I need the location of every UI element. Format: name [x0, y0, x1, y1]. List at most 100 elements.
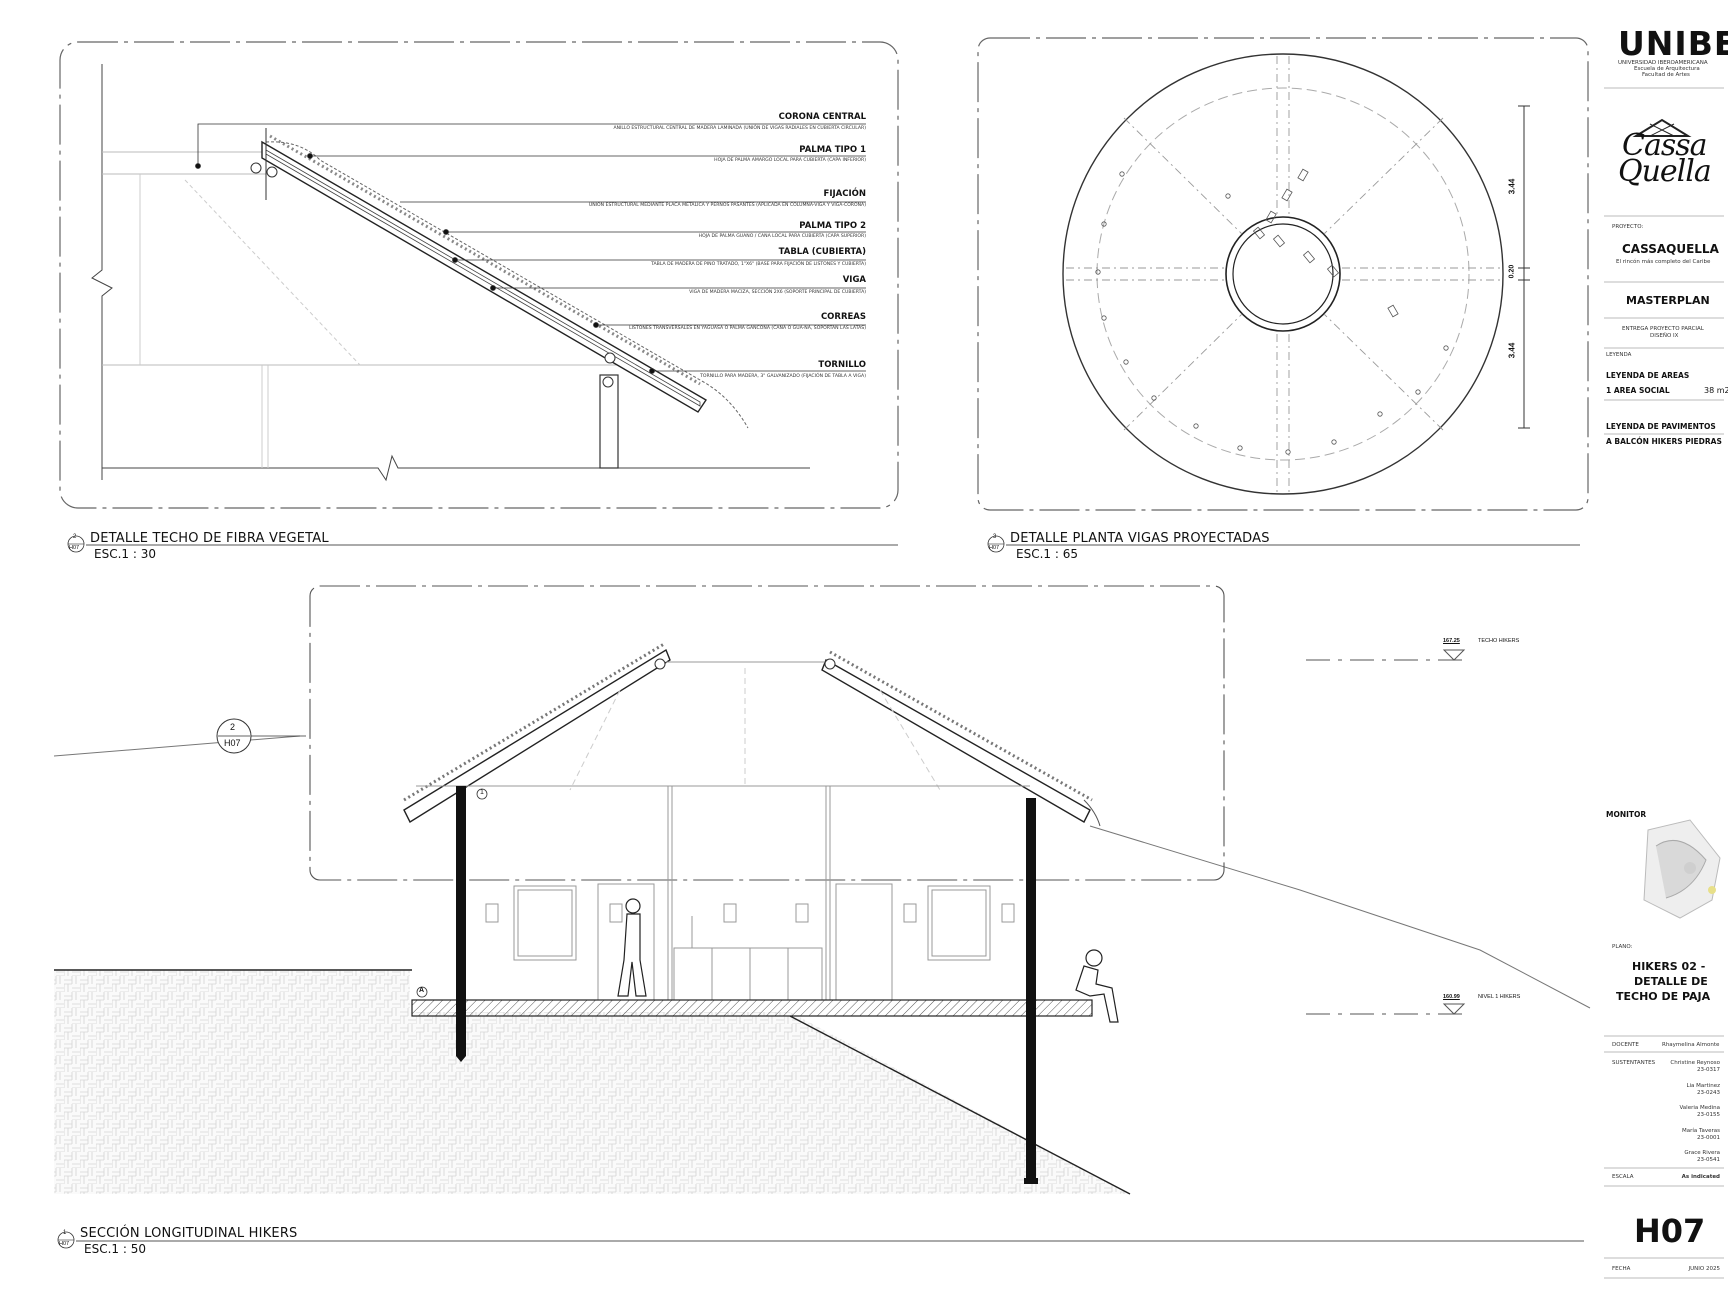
view-scale: ESC.1 : 50 — [84, 1242, 146, 1256]
section-view — [53, 585, 1591, 1249]
student-id: 23-0001 — [1697, 1135, 1720, 1141]
label-title: PALMA TIPO 1 — [799, 145, 866, 155]
label-desc: TORNILLO PARA MADERA, 3" GALVANIZADO (FI… — [700, 374, 866, 379]
level-value: 160.99 — [1443, 994, 1460, 1000]
view-ref-num: 3 — [993, 534, 997, 540]
legend-label: LEYENDA — [1606, 352, 1632, 358]
docente-name: Rhaymelina Almonte — [1662, 1042, 1720, 1048]
label-desc: VIGA DE MADERA MACIZA, SECCIÓN 2X6 (SOPO… — [689, 290, 866, 295]
label-desc: LISTONES TRANSVERSALES EN YAGUASA O PALM… — [629, 326, 866, 331]
label-desc: HOJA DE PALMA GUANO / CANA LOCAL PARA CU… — [698, 234, 866, 239]
escala-value: As indicated — [1681, 1174, 1720, 1180]
delivery-line: ENTREGA PROYECTO PARCIAL — [1622, 326, 1704, 332]
label-title: PALMA TIPO 2 — [799, 221, 866, 231]
label-title: TORNILLO — [818, 360, 866, 370]
floor-slab — [411, 999, 1093, 1017]
label-desc: UNIÓN ESTRUCTURAL MEDIANTE PLACA METÁLIC… — [588, 203, 866, 208]
escala-label: ESCALA — [1612, 1174, 1634, 1180]
pav-title: LEYENDA DE PAVIMENTOS — [1606, 422, 1716, 431]
title-block-text: UNIBE UNIVERSIDAD IBEROAMERICANA Escuela… — [1604, 0, 1728, 1296]
outer-circle — [1062, 53, 1504, 495]
roof-detail-labels: CORONA CENTRAL ANILLO ESTRUCTURAL CENTRA… — [560, 0, 866, 400]
unibe-logo: UNIBE — [1618, 24, 1728, 63]
view-title: SECCIÓN LONGITUDINAL HIKERS — [80, 1226, 298, 1241]
column — [599, 374, 619, 469]
pav-item: A BALCÓN HIKERS PIEDRAS — [1606, 437, 1722, 446]
roof-left — [403, 648, 671, 824]
dimension-text: 3.44 — [1507, 178, 1517, 195]
project-tagline: El rincón más completo del Caribe — [1616, 259, 1711, 265]
label-title: CORREAS — [820, 312, 866, 322]
view-scale: ESC.1 : 65 — [1016, 547, 1078, 561]
title-block — [1604, 87, 1724, 1279]
window — [513, 885, 577, 961]
sustentantes-label: SUSTENTANTES — [1612, 1060, 1656, 1066]
univ-line: Facultad de Artes — [1642, 72, 1690, 78]
column-left — [456, 786, 466, 1056]
break-line — [102, 454, 810, 482]
phase-title: MASTERPLAN — [1626, 294, 1710, 307]
person-sitting — [1075, 949, 1119, 1023]
plano-name: TECHO DE PAJA — [1616, 990, 1711, 1003]
monitor-thumbnail — [1643, 819, 1721, 919]
break-line — [91, 64, 113, 480]
level-name: TECHO HIKERS — [1478, 638, 1520, 644]
column-right — [1026, 798, 1036, 1178]
view-ref-num: 1 — [63, 1230, 67, 1236]
window — [927, 885, 991, 961]
view-ref-sheet: H07 — [989, 545, 1000, 551]
thatch — [265, 141, 749, 429]
level-value: 167.25 — [1443, 638, 1460, 644]
person-standing — [617, 898, 647, 997]
student-id: 23-0243 — [1697, 1090, 1720, 1096]
student-name: María Taveras — [1682, 1128, 1720, 1134]
callout-sheet: H07 — [224, 738, 241, 748]
view-ref-sheet: H07 — [59, 1241, 70, 1247]
student-name: Christine Reynoso — [1670, 1060, 1720, 1066]
brand-logo-line1: Cassa — [1622, 128, 1708, 163]
student-name: Grace Rivera — [1684, 1150, 1720, 1156]
roof-detail-frame — [59, 41, 899, 509]
sheet-number: H07 — [1634, 1212, 1706, 1250]
univ-line: Escuela de Arquitectura — [1634, 66, 1700, 72]
monitor-label: MONITOR — [1606, 810, 1647, 819]
view-ref-sheet: H07 — [69, 545, 80, 551]
label-title: CORONA CENTRAL — [778, 112, 866, 122]
roof-right — [821, 658, 1091, 823]
dimension-text: 0.20 — [1508, 264, 1516, 279]
roof-detail-view — [59, 41, 899, 553]
brand-house-icon — [1632, 118, 1692, 137]
student-id: 23-0155 — [1697, 1112, 1720, 1118]
student-id: 23-0317 — [1697, 1067, 1720, 1073]
label-desc: TABLA DE MADERA DE PINO TRATADO, 1"X6" (… — [651, 262, 866, 267]
fecha-label: FECHA — [1612, 1266, 1631, 1272]
plan-detail-frame — [977, 37, 1589, 511]
plano-label: PLANO: — [1612, 944, 1633, 950]
project-label: PROYECTO: — [1612, 224, 1644, 230]
label-desc: ANILLO ESTRUCTURAL CENTRAL DE MADERA LAM… — [613, 126, 866, 131]
plano-name: DETALLE DE — [1634, 975, 1708, 988]
label-desc: HOJA DE PALMA AMARGO LOCAL PARA CUBIERTA… — [714, 158, 866, 163]
label-title: FIJACIÓN — [823, 189, 866, 199]
univ-line: UNIVERSIDAD IBEROAMERICANA — [1618, 60, 1708, 66]
delivery-line: DISEÑO IX — [1650, 333, 1679, 339]
areas-title: LEYENDA DE AREAS — [1606, 371, 1690, 380]
student-id: 23-0541 — [1697, 1157, 1720, 1163]
central-ring — [1225, 216, 1341, 332]
fecha-value: JUNIO 2025 — [1688, 1266, 1720, 1272]
ground-fill — [54, 970, 1130, 1194]
area-item: 1 AREA SOCIAL — [1606, 386, 1670, 395]
area-value: 38 m2 — [1704, 386, 1728, 395]
dimension-text: 3.44 — [1507, 342, 1517, 359]
callout-bubble — [216, 718, 306, 754]
door — [835, 883, 893, 1001]
plan-detail-view — [977, 37, 1589, 553]
student-name: Valeria Medina — [1679, 1105, 1720, 1111]
marker-a: A — [419, 987, 425, 994]
label-title: VIGA — [842, 275, 866, 285]
marker-1: 1 — [480, 789, 484, 796]
brand-logo-line2: Quella — [1618, 154, 1712, 189]
section-detail-frame — [309, 585, 1225, 881]
view-title: DETALLE TECHO DE FIBRA VEGETAL — [90, 531, 329, 546]
